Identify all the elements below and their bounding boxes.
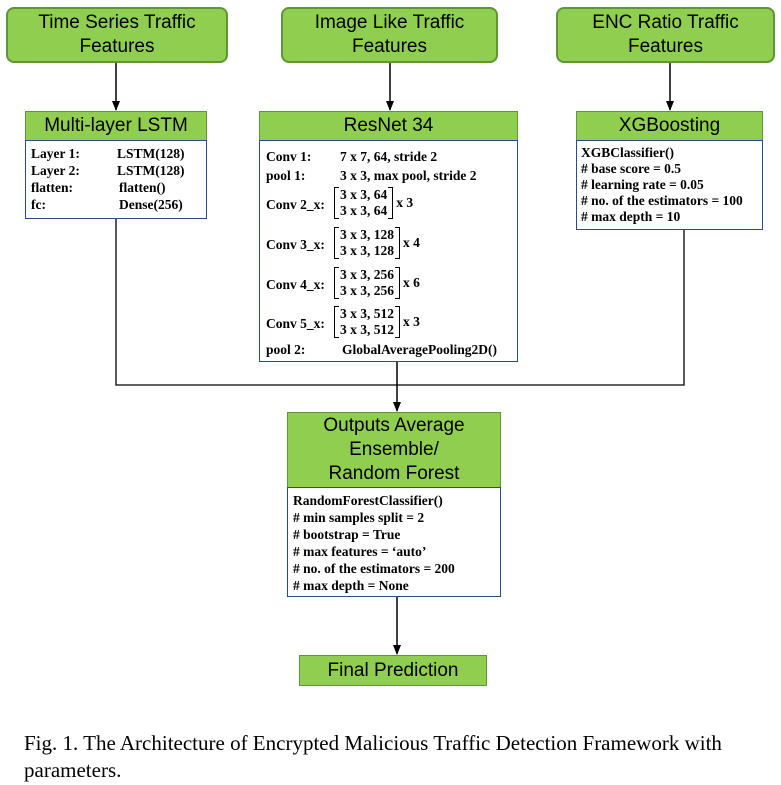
rf-param: # min samples split = 2 (293, 510, 425, 525)
enc-ratio-features-label: ENC Ratio Traffic Features (592, 12, 739, 57)
ensemble-title-box: Outputs Average Ensemble/ Random Forest (287, 412, 501, 488)
rf-param: # bootstrap = True (293, 527, 401, 542)
resnet-title: ResNet 34 (343, 115, 434, 136)
rf-param: RandomForestClassifier() (293, 493, 443, 508)
xgb-param: # base score = 0.5 (581, 161, 682, 176)
lstm-title: Multi-layer LSTM (44, 115, 188, 136)
time-series-features-box: Time Series Traffic Features (6, 7, 228, 63)
lstm-row-label: Layer 2: (31, 163, 80, 178)
xgb-param: # no. of the estimators = 100 (581, 193, 743, 208)
pool2-value: GlobalAveragePooling2D() (342, 342, 497, 357)
lstm-row-value: Dense(256) (119, 197, 183, 212)
xgb-title: XGBoosting (618, 115, 721, 136)
lstm-row-label: flatten: (31, 180, 73, 195)
ensemble-params-box: RandomForestClassifier() # min samples s… (287, 487, 501, 597)
lstm-title-box: Multi-layer LSTM (25, 111, 207, 141)
rf-param: # max features = ‘auto’ (293, 544, 427, 559)
lstm-row-value: LSTM(128) (117, 146, 185, 161)
lstm-row-value: flatten() (119, 180, 166, 195)
time-series-features-label: Time Series Traffic Features (38, 12, 196, 57)
xgb-title-box: XGBoosting (576, 111, 763, 141)
figure-caption: Fig. 1. The Architecture of Encrypted Ma… (24, 731, 722, 782)
image-like-features-label: Image Like Traffic Features (314, 12, 465, 57)
conv4-label: Conv 4_x: (266, 277, 325, 292)
enc-ratio-features-box: ENC Ratio Traffic Features (556, 7, 775, 63)
conv1-value: 7 x 7, 64, stride 2 (340, 149, 438, 164)
rf-param: # max depth = None (293, 578, 409, 593)
lstm-row-value: LSTM(128) (117, 163, 185, 178)
lstm-row-label: Layer 1: (31, 146, 80, 161)
xgb-param: # max depth = 10 (581, 209, 681, 224)
xgb-param: XGBClassifier() (581, 145, 674, 160)
conv5-label: Conv 5_x: (266, 316, 325, 331)
xgb-param: # learning rate = 0.05 (581, 177, 704, 192)
final-prediction-label: Final Prediction (327, 659, 459, 681)
ensemble-title: Outputs Average Ensemble/ Random Forest (323, 415, 465, 484)
resnet-params-box: Conv 1: 7 x 7, 64, stride 2 pool 1: 3 x … (259, 140, 518, 362)
pool1-value: 3 x 3, max pool, stride 2 (340, 168, 477, 183)
xgb-params-box: XGBClassifier() # base score = 0.5 # lea… (576, 140, 763, 230)
lstm-params-box: Layer 1: LSTM(128) Layer 2: LSTM(128) fl… (25, 140, 207, 219)
line-lstm-to-merge (115, 218, 685, 386)
resnet-title-box: ResNet 34 (259, 111, 518, 141)
rf-param: # no. of the estimators = 200 (293, 561, 455, 576)
conv1-label: Conv 1: (266, 149, 312, 164)
lstm-row-label: fc: (31, 197, 46, 212)
conv2-label: Conv 2_x: (266, 197, 325, 212)
pool1-label: pool 1: (266, 168, 306, 183)
image-like-features-box: Image Like Traffic Features (281, 7, 498, 63)
final-prediction-box: Final Prediction (299, 655, 487, 686)
conv3-label: Conv 3_x: (266, 237, 325, 252)
pool2-label: pool 2: (266, 342, 306, 357)
